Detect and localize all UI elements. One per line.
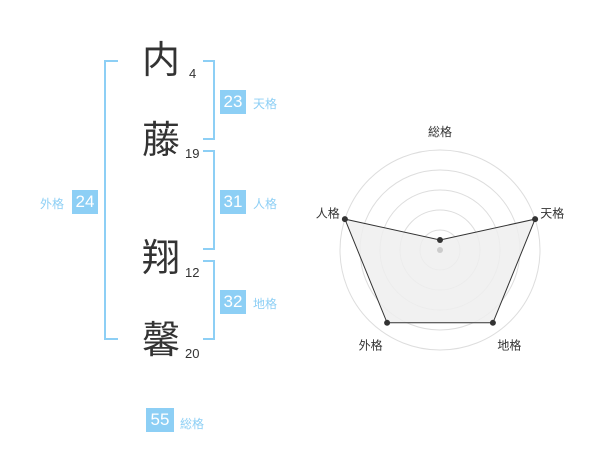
stroke-count-1: 4 bbox=[189, 66, 197, 81]
jinkaku-label: 人格 bbox=[253, 197, 278, 211]
radar-point-5 bbox=[341, 216, 348, 223]
gaikaku-bracket bbox=[104, 60, 118, 340]
radar-axis-label-4: 外格 bbox=[359, 337, 383, 352]
gaikaku-label: 外格 bbox=[40, 197, 65, 211]
stroke-count-2: 19 bbox=[185, 146, 200, 161]
radar-axis-label-3: 地格 bbox=[497, 337, 521, 352]
tenkaku-bracket bbox=[203, 60, 215, 140]
radar-point-4 bbox=[384, 319, 391, 326]
radar-point-2 bbox=[532, 216, 539, 223]
chikaku-bracket bbox=[203, 260, 215, 340]
radar-series bbox=[344, 218, 536, 324]
stroke-count-4: 20 bbox=[185, 346, 200, 361]
chikaku-label: 地格 bbox=[253, 297, 278, 311]
name-char-1: 内 bbox=[142, 38, 181, 82]
jinkaku-value: 31 bbox=[220, 190, 246, 214]
soukaku-label: 総格 bbox=[180, 417, 205, 431]
radar-points bbox=[341, 216, 539, 326]
radar-center bbox=[437, 247, 443, 253]
radar-ring-5 bbox=[339, 149, 541, 351]
radar-axis-label-5: 人格 bbox=[316, 206, 340, 221]
radar-point-1 bbox=[437, 237, 443, 243]
name-char-2: 藤 bbox=[142, 118, 181, 162]
radar-axis-label-2: 天格 bbox=[540, 206, 564, 221]
radar-point-3 bbox=[489, 319, 496, 326]
jinkaku-bracket bbox=[203, 150, 215, 250]
stroke-count-3: 12 bbox=[185, 265, 200, 280]
chikaku-value: 32 bbox=[220, 290, 246, 314]
tenkaku-label: 天格 bbox=[253, 97, 278, 111]
radar-axis-label-1: 総格 bbox=[428, 124, 452, 139]
tenkaku-value: 23 bbox=[220, 90, 246, 114]
soukaku-value: 55 bbox=[146, 408, 174, 432]
gaikaku-value: 24 bbox=[72, 190, 98, 214]
name-char-4: 馨 bbox=[142, 318, 181, 362]
name-char-3: 翔 bbox=[142, 236, 181, 280]
